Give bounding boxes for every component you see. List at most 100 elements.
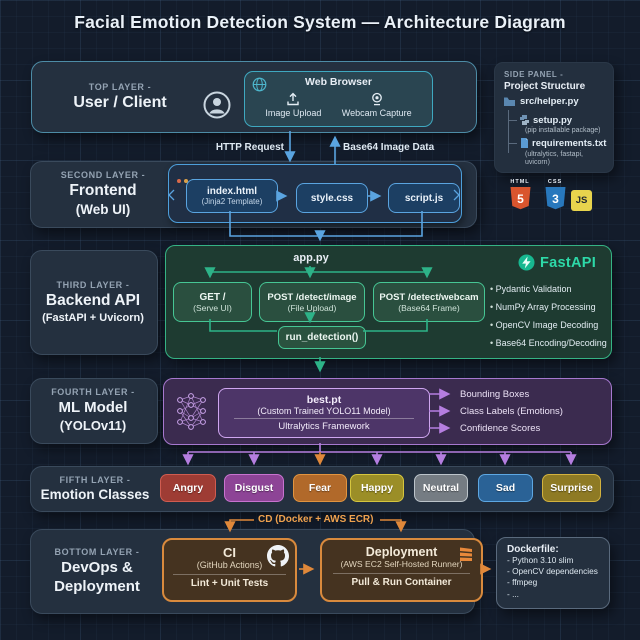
endpoint-detect-image-name: POST /detect/image (267, 291, 357, 303)
fastapi-icon (518, 254, 535, 271)
html5-icon: 5 (510, 187, 531, 210)
base64-label: Base64 Image Data (343, 142, 435, 153)
side-panel: SIDE PANEL - Project Structure src/helpe… (494, 62, 614, 173)
ml-label: FOURTH LAYER - ML Model (YOLOv11) (30, 378, 156, 442)
backend-app-box: app.py GET / (Serve UI) POST /detect/ima… (165, 245, 612, 359)
devops-label: BOTTOM LAYER - DevOps & Deployment (36, 529, 158, 612)
frontend-label: SECOND LAYER - Frontend (Web UI) (38, 161, 168, 226)
globe-icon (252, 77, 267, 92)
tree-vline (508, 110, 509, 153)
endpoint-get: GET / (Serve UI) (173, 282, 252, 322)
tree-note-requirements-2: uvicorn) (525, 159, 550, 166)
ml-output-boxes: Bounding Boxes (460, 389, 530, 400)
emotions-kicker: FIFTH LAYER - (59, 474, 131, 485)
web-browser-box: Web Browser Image Upload (244, 71, 433, 127)
browser-frame: index.html (Jinja2 Template) style.css s… (168, 164, 462, 223)
file-index-note: (Jinja2 Template) (201, 197, 263, 206)
tree-child-requirements: requirements.txt (532, 138, 607, 149)
deployment-subtitle: (AWS EC2 Self-Hosted Runner) (340, 559, 463, 569)
dockerfile-box: Dockerfile: - Python 3.10 slim - OpenCV … (496, 537, 610, 609)
backend-features: Pydantic Validation NumPy Array Processi… (490, 280, 607, 352)
backend-label-panel (30, 250, 158, 355)
best-pt-divider (233, 418, 415, 419)
top-layer-label: TOP LAYER - User / Client (40, 62, 200, 132)
github-icon (267, 545, 289, 567)
web-browser-title: Web Browser (305, 76, 372, 88)
emotion-sad: Sad (478, 474, 533, 502)
tree-stub-1 (508, 120, 517, 121)
dockerfile-item-more: - ... (507, 588, 519, 599)
feature-numpy: NumPy Array Processing (490, 298, 607, 316)
frontend-subtitle: (Web UI) (75, 202, 131, 217)
ci-task: Lint + Unit Tests (190, 578, 269, 589)
emotion-angry: Angry (160, 474, 216, 502)
css-badge-caption: CSS (547, 179, 563, 185)
css3-icon: 3 (545, 187, 566, 210)
endpoint-detect-webcam: POST /detect/webcam (Base64 Frame) (373, 282, 485, 322)
ci-subtitle: (GitHub Actions) (196, 560, 263, 570)
feature-base64: Base64 Encoding/Decoding (490, 334, 607, 352)
page-title: Facial Emotion Detection System — Archit… (74, 12, 566, 32)
tree-stub-2 (508, 143, 517, 144)
emotion-happy: Happy (350, 474, 404, 502)
ml-output-scores: Confidence Scores (460, 423, 541, 434)
backend-title: Backend API (45, 291, 141, 309)
frontend-kicker: SECOND LAYER - (60, 170, 146, 180)
dockerfile-item-opencv: - OpenCV dependencies (507, 566, 598, 577)
backend-subtitle: (FastAPI + Uvicorn) (42, 311, 144, 324)
dockerfile-item-ffmpeg: - ffmpeg (507, 577, 538, 588)
emotions-label: FIFTH LAYER - Emotion Classes (34, 466, 156, 510)
tree-note-requirements-1: (ultralytics, fastapi, (525, 151, 583, 158)
ci-box: CI (GitHub Actions) Lint + Unit Tests (162, 538, 297, 602)
ml-output-labels: Class Labels (Emotions) (460, 406, 563, 417)
http-request-label: HTTP Request (215, 142, 284, 153)
best-pt-name: best.pt (306, 394, 342, 406)
top-layer-title: User / Client (73, 94, 167, 111)
image-upload-label: Image Upload (265, 108, 322, 118)
file-index-name: index.html (206, 186, 257, 197)
image-upload-item: Image Upload (265, 92, 321, 118)
deployment-title: Deployment (365, 545, 438, 559)
svg-text:5: 5 (517, 192, 524, 206)
ultralytics-label: Ultralytics Framework (278, 421, 370, 432)
fastapi-label: FastAPI (540, 254, 597, 271)
file-index-html: index.html (Jinja2 Template) (186, 179, 278, 213)
deployment-box: Deployment (AWS EC2 Self-Hosted Runner) … (320, 538, 483, 602)
web-browser-items: Image Upload Webcam Capture (245, 92, 432, 118)
ci-divider (173, 574, 286, 575)
ml-label-panel (30, 378, 158, 444)
upload-icon (287, 92, 300, 106)
endpoint-get-name: GET / (199, 291, 226, 303)
endpoint-detect-webcam-note: (Base64 Frame) (398, 302, 460, 313)
ml-model-box: best.pt (Custom Trained YOLO11 Model) Ul… (163, 378, 612, 445)
neural-network-icon (177, 393, 206, 430)
feature-opencv: OpenCV Image Decoding (490, 316, 607, 334)
user-icon (203, 91, 231, 119)
run-detection-box: run_detection() (278, 326, 366, 349)
backend-kicker: THIRD LAYER - (56, 279, 130, 290)
feature-pydantic: Pydantic Validation (490, 280, 607, 298)
deployment-task: Pull & Run Container (351, 577, 452, 588)
tree-note-setup: (pip installable package) (525, 127, 601, 134)
endpoint-get-note: (Serve UI) (193, 302, 232, 313)
dockerfile-item-python: - Python 3.10 slim (507, 555, 574, 565)
ci-title: CI (223, 545, 236, 560)
devops-title-2: Deployment (54, 577, 140, 595)
webcam-capture-item: Webcam Capture (342, 92, 412, 118)
devops-kicker: BOTTOM LAYER - (54, 546, 140, 557)
devops-title-1: DevOps & (61, 558, 133, 576)
tree-root: src/helper.py (520, 96, 579, 107)
tree-child-setup: setup.py (533, 115, 573, 126)
dockerfile-title: Dockerfile: (507, 544, 559, 555)
frontend-title: Frontend (69, 182, 137, 199)
aws-icon (460, 547, 472, 561)
python-icon (520, 115, 529, 125)
js-icon: JS (571, 190, 592, 211)
deployment-divider (333, 573, 470, 574)
file-style-css: style.css (296, 183, 368, 213)
best-pt-note: (Custom Trained YOLO11 Model) (257, 406, 391, 416)
endpoint-detect-image: POST /detect/image (File Upload) (259, 282, 365, 322)
app-py-label: app.py (293, 252, 329, 264)
ml-kicker: FOURTH LAYER - (51, 387, 135, 397)
fastapi-brand: FastAPI (518, 254, 596, 271)
